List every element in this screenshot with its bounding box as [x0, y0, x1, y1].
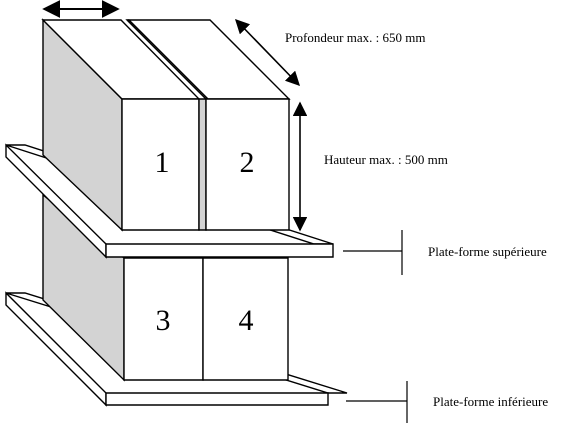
box-number-4: 4	[239, 304, 254, 337]
lower-platform-label: Plate-forme inférieure	[433, 394, 548, 409]
depth-label: Profondeur max. : 650 mm	[285, 30, 425, 45]
box-4: 4	[202, 257, 289, 381]
box-number-1: 1	[155, 146, 170, 179]
box-number-3: 3	[156, 304, 171, 337]
depth-arrow	[234, 18, 301, 87]
upper-platform-callout	[343, 230, 403, 275]
box-3: 3	[42, 193, 204, 382]
lower-platform-callout	[346, 381, 408, 423]
box-number-2: 2	[240, 146, 255, 179]
box-1: 1	[41, 18, 201, 232]
upper-platform-label: Plate-forme supérieure	[428, 244, 547, 259]
height-label: Hauteur max. : 500 mm	[324, 152, 448, 167]
